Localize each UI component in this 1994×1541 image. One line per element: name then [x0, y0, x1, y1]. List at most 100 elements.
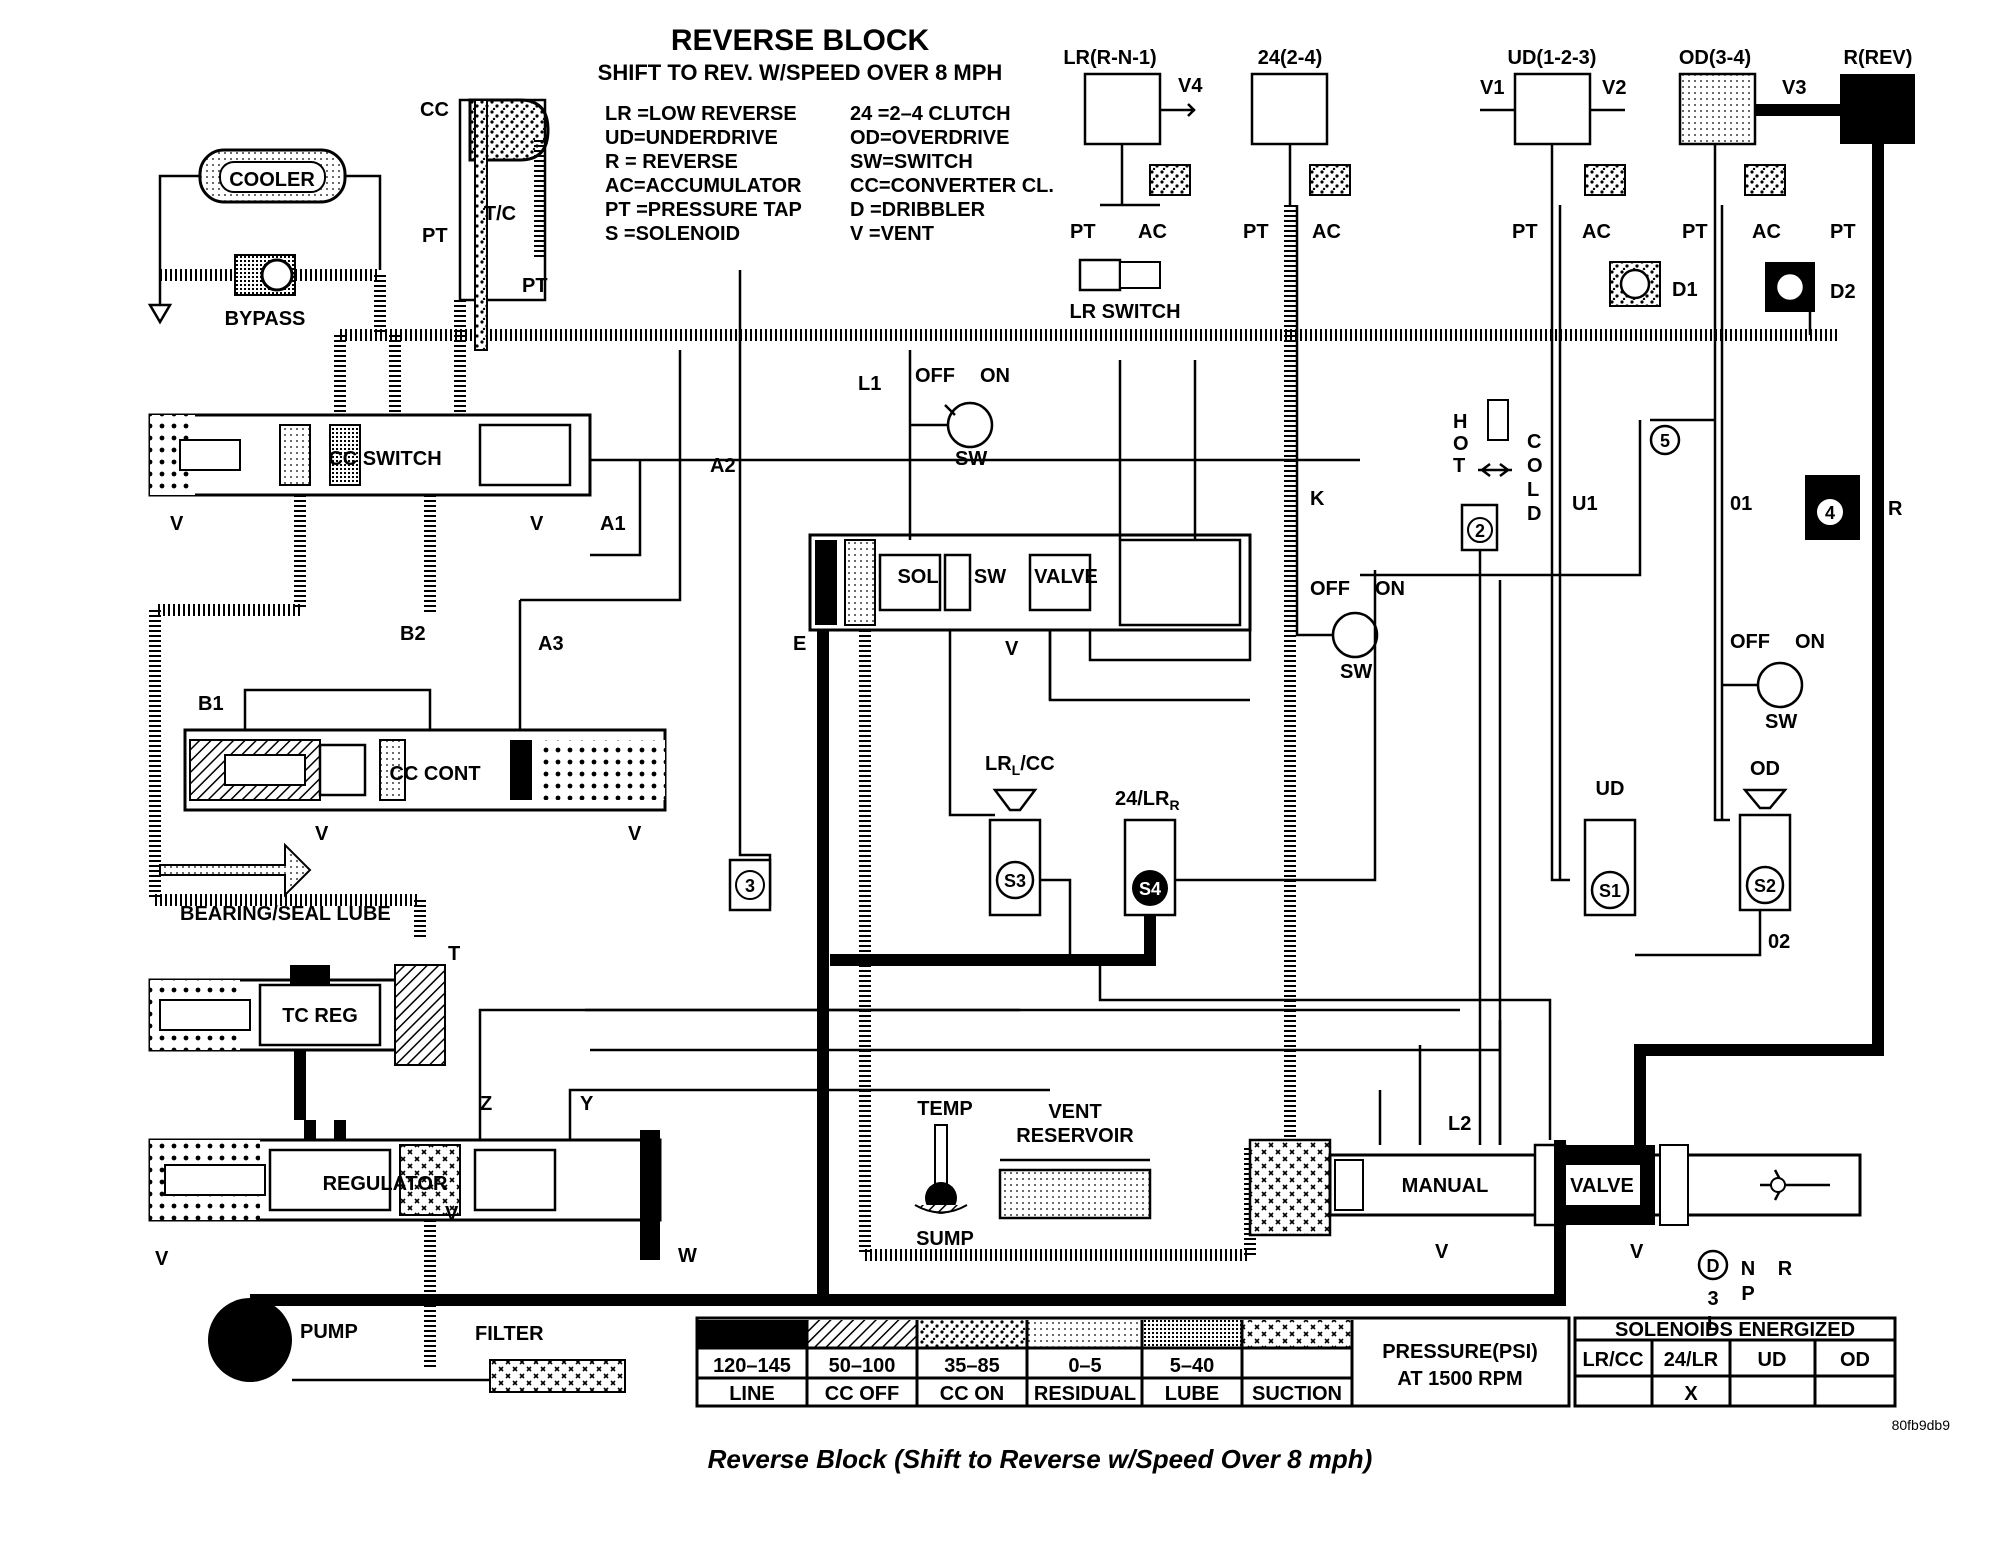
pt-tc2-label: PT [522, 275, 548, 297]
regulator-valve: REGULATOR V V W Z Y [148, 1008, 1050, 1270]
check-5: 5 [1360, 418, 1715, 577]
hot-t: T [1453, 455, 1465, 477]
pt-tc-label: PT [422, 225, 448, 247]
legend-swatch-ccon [917, 1320, 1027, 1348]
s2-title: OD [1750, 758, 1780, 780]
gear-n: N [1741, 1258, 1755, 1280]
cold-l: L [1527, 479, 1539, 501]
valve-label: VALVE [1034, 566, 1098, 588]
abbr-24: 24 =2–4 CLUTCH [850, 103, 1011, 125]
e-label: E [793, 633, 806, 655]
manual-valve: MANUAL VALVE V V L2 D 3 L N P R [1248, 1113, 1862, 1335]
u1-label: U1 [1572, 493, 1598, 515]
abbr-d: D =DRIBBLER [850, 199, 986, 221]
legend-name-suction: SUCTION [1252, 1383, 1342, 1405]
cc-cont-valve: CC CONT B1 V V A3 [183, 600, 667, 845]
sw3-off: OFF [1730, 631, 1770, 653]
clutch-24-label: 24(2-4) [1258, 47, 1322, 69]
gear-p: P [1741, 1283, 1754, 1305]
temp-label: TEMP [917, 1098, 973, 1120]
vent-ccswitch-right: V [530, 513, 544, 535]
cc-label: CC [420, 99, 449, 121]
pt-ud-label: PT [1512, 221, 1538, 243]
legend-range-ccon: 35–85 [944, 1355, 1000, 1377]
vent-v4-label: V4 [1178, 75, 1203, 97]
d1-label: D1 [1672, 279, 1698, 301]
hot-h: H [1453, 411, 1467, 433]
cold-c: C [1527, 431, 1541, 453]
vent-reg-left: V [155, 1248, 169, 1270]
solenoid-s1: UD S1 [1583, 778, 1637, 917]
r-label: R [1888, 498, 1903, 520]
z-label: Z [480, 1093, 492, 1115]
sw2-on: ON [1375, 578, 1405, 600]
abbr-cc: CC=CONVERTER CL. [850, 175, 1054, 197]
cold-o: O [1527, 455, 1543, 477]
pt-rev-label: PT [1830, 221, 1856, 243]
solenoid-table: SOLENOIDS ENERGIZED LR/CC 24/LR UD OD X [1573, 1316, 1897, 1408]
check-3: 3 [728, 858, 772, 912]
a1-label: A1 [600, 513, 626, 535]
tc-label: T/C [484, 203, 516, 225]
abbr-v: V =VENT [850, 223, 934, 245]
sol-header-24lr: 24/LR [1664, 1349, 1719, 1371]
d2-label: D2 [1830, 281, 1856, 303]
clutch-lr-label: LR(R-N-1) [1063, 47, 1156, 69]
diagram-subtitle: SHIFT TO REV. W/SPEED OVER 8 MPH [598, 60, 1003, 85]
s1-title: UD [1596, 778, 1625, 800]
cold-d: D [1527, 503, 1541, 525]
vent-v2-label: V2 [1602, 77, 1626, 99]
check-5-label: 5 [1660, 431, 1670, 451]
sw2-label: SW [1340, 661, 1372, 683]
check-4: 4 R [1805, 475, 1903, 540]
sol-sw-valve: SOL SW VALVE E V [738, 270, 1256, 1300]
check-4-label: 4 [1825, 503, 1835, 523]
filter-label: FILTER [475, 1323, 544, 1345]
k-label: K [1310, 488, 1325, 510]
b1-label: B1 [198, 693, 224, 715]
s3-label: S3 [1004, 871, 1026, 891]
lr-switch-label: LR SWITCH [1069, 301, 1180, 323]
l2-label: L2 [1448, 1113, 1471, 1135]
tc-reg-valve: TC REG T [148, 943, 460, 1120]
thermal-switch: H O T C O L D 2 [1453, 399, 1543, 552]
abbr-pt: PT =PRESSURE TAP [605, 199, 802, 221]
clutch-ud-label: UD(1-2-3) [1508, 47, 1597, 69]
w-label: W [678, 1245, 697, 1267]
abbreviation-list: LR =LOW REVERSE UD=UNDERDRIVE R = REVERS… [605, 103, 1054, 245]
legend-swatch-residual [1027, 1320, 1142, 1348]
s2-label: S2 [1754, 876, 1776, 896]
solenoid-s2: OD S2 02 [1635, 758, 1792, 957]
solenoid-s4: 24/LRR S4 [830, 570, 1377, 966]
cooler-circuit: COOLER BYPASS [147, 148, 386, 335]
abbr-od: OD=OVERDRIVE [850, 127, 1009, 149]
pressure-switch-l1: L1 OFF ON SW [858, 365, 1010, 470]
t-label: T [448, 943, 460, 965]
abbr-ud: UD=UNDERDRIVE [605, 127, 778, 149]
torque-converter: CC T/C PT PT [420, 98, 550, 351]
gear-3: 3 [1707, 1288, 1718, 1310]
manual-valve-label: VALVE [1570, 1175, 1634, 1197]
vent-v3-label: V3 [1782, 77, 1806, 99]
sump-label: SUMP [916, 1228, 974, 1250]
clutch-ud: UD(1-2-3) V1 V2 PT AC [1480, 47, 1626, 243]
pressure-switch-k: K OFF ON SW [1284, 205, 1405, 1145]
legend-name-residual: RESIDUAL [1034, 1383, 1136, 1405]
vent-sol-label: V [1005, 638, 1019, 660]
sol-header-lrcc: LR/CC [1582, 1349, 1643, 1371]
sw3-on: ON [1795, 631, 1825, 653]
cc-switch-label: CC SWITCH [328, 448, 441, 470]
check-2-label: 2 [1475, 521, 1485, 541]
gear-r: R [1778, 1258, 1793, 1280]
sol-header-ud: UD [1758, 1349, 1787, 1371]
abbr-s: S =SOLENOID [605, 223, 740, 245]
legend-name-lube: LUBE [1165, 1383, 1219, 1405]
s3-title: LRL/CC [985, 753, 1055, 778]
dribbler-d1: D1 [1609, 261, 1698, 307]
pressure-legend: 120–145 50–100 35–85 0–5 5–40 LINE CC OF… [695, 1316, 1571, 1408]
sump-reservoir: TEMP SUMP VENT RESERVOIR [914, 1098, 1152, 1250]
sw1-off: OFF [915, 365, 955, 387]
solenoid-table-title: SOLENOIDS ENERGIZED [1615, 1319, 1855, 1341]
abbr-r: R = REVERSE [605, 151, 738, 173]
